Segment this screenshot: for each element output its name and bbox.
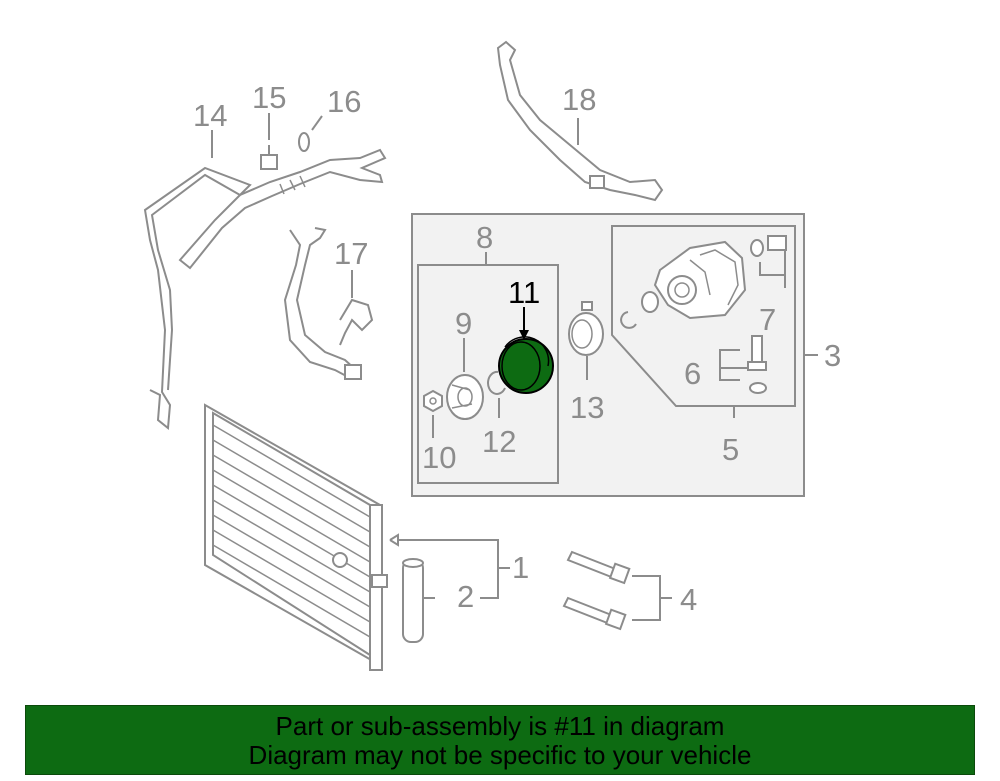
o-ring-part-16[interactable]	[298, 132, 310, 152]
nut-part-10[interactable]	[423, 389, 443, 438]
callout-8: 8	[476, 220, 493, 255]
callout-10: 10	[422, 440, 456, 475]
callout-2: 2	[457, 579, 474, 614]
callout-4: 4	[680, 582, 697, 617]
callout-5: 5	[722, 432, 739, 467]
bolt-part-15[interactable]	[260, 145, 278, 170]
field-coil-part-13[interactable]	[568, 301, 604, 380]
compressor-part-3[interactable]	[620, 240, 747, 329]
bolt-part-6[interactable]	[719, 335, 767, 394]
condenser-part-1[interactable]	[204, 403, 388, 671]
clutch-pulley-part-11[interactable]	[498, 307, 554, 394]
callout-9: 9	[455, 306, 472, 341]
callout-6: 6	[684, 356, 701, 391]
liquid-line-part-17[interactable]	[283, 227, 374, 380]
callout-12: 12	[482, 424, 516, 459]
armature-plate-part-9[interactable]	[446, 338, 484, 420]
callout-7: 7	[759, 302, 776, 337]
callout-14: 14	[193, 98, 227, 133]
banner-line-1: Part or sub-assembly is #11 in diagram	[275, 711, 725, 741]
upper-leader-lines	[211, 113, 579, 298]
callout-18: 18	[562, 82, 596, 117]
callout-1-leader	[389, 533, 510, 599]
part-info-banner: Part or sub-assembly is #11 in diagram D…	[25, 705, 975, 775]
receiver-dryer-part-2[interactable]	[402, 558, 424, 643]
snap-ring-part-12[interactable]	[487, 370, 506, 418]
callout-17: 17	[334, 236, 368, 271]
callout-3: 3	[824, 338, 841, 373]
callout-16: 16	[327, 84, 361, 119]
compressor-bolts-part-7[interactable]	[750, 235, 787, 288]
discharge-hose-part-18[interactable]	[496, 40, 664, 202]
callout-1: 1	[512, 550, 529, 585]
suction-hose-part-14[interactable]	[143, 148, 387, 430]
callout-13: 13	[570, 390, 604, 425]
callout-15: 15	[252, 80, 286, 115]
banner-line-2: Diagram may not be specific to your vehi…	[248, 740, 752, 770]
callout-11: 11	[508, 275, 540, 310]
bolts-part-4[interactable]	[562, 550, 672, 631]
